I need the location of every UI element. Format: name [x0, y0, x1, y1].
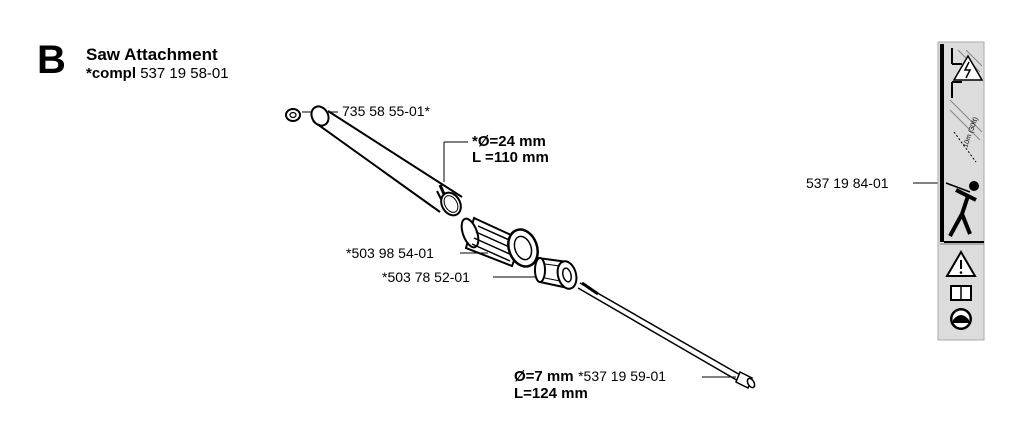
warning-triangle-icon — [945, 250, 977, 277]
washer-part-number: 735 58 55-01* — [342, 103, 430, 119]
decal-part-number: 537 19 84-01 — [806, 175, 889, 191]
tube-part — [310, 105, 463, 217]
manual-book-icon — [950, 285, 972, 301]
page-title: Saw Attachment — [86, 45, 218, 64]
electric-hazard-icon — [952, 54, 984, 81]
shaft-label-line: Ø=7 mm *537 19 59-01 — [514, 369, 666, 385]
compl-prefix: *compl — [86, 65, 137, 82]
washer-part — [285, 108, 301, 122]
shaft-diameter-label: Ø=7 mm — [514, 368, 574, 385]
section-letter: B — [37, 38, 66, 82]
compl-number: 537 19 58-01 — [140, 65, 229, 82]
tube-length-label: L =110 mm — [472, 149, 549, 166]
shaft-length-label: L=124 mm — [514, 385, 588, 402]
assembly-number: *compl 537 19 58-01 — [86, 66, 229, 81]
bushing-part — [460, 216, 539, 268]
tube-diameter-label: *Ø=24 mm — [472, 133, 546, 150]
nut-part-number: *503 78 52-01 — [382, 269, 470, 285]
bushing-part-number: *503 98 54-01 — [346, 245, 434, 261]
shaft-part-number: *537 19 59-01 — [578, 368, 667, 384]
nut-part — [534, 256, 578, 290]
helmet-icon — [950, 308, 972, 330]
shaft-part — [577, 281, 756, 390]
